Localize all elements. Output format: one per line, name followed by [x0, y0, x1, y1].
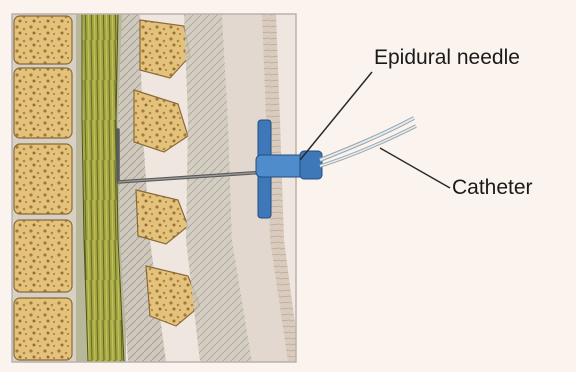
spine-cross-section-icon — [12, 14, 300, 362]
catheter-label: Catheter — [452, 176, 533, 200]
catheter-leader-line — [380, 148, 450, 188]
vertebral-bodies — [12, 14, 76, 362]
epidural-needle-label: Epidural needle — [374, 46, 520, 70]
catheter-icon — [320, 118, 416, 166]
needle-leader-line — [300, 72, 372, 160]
